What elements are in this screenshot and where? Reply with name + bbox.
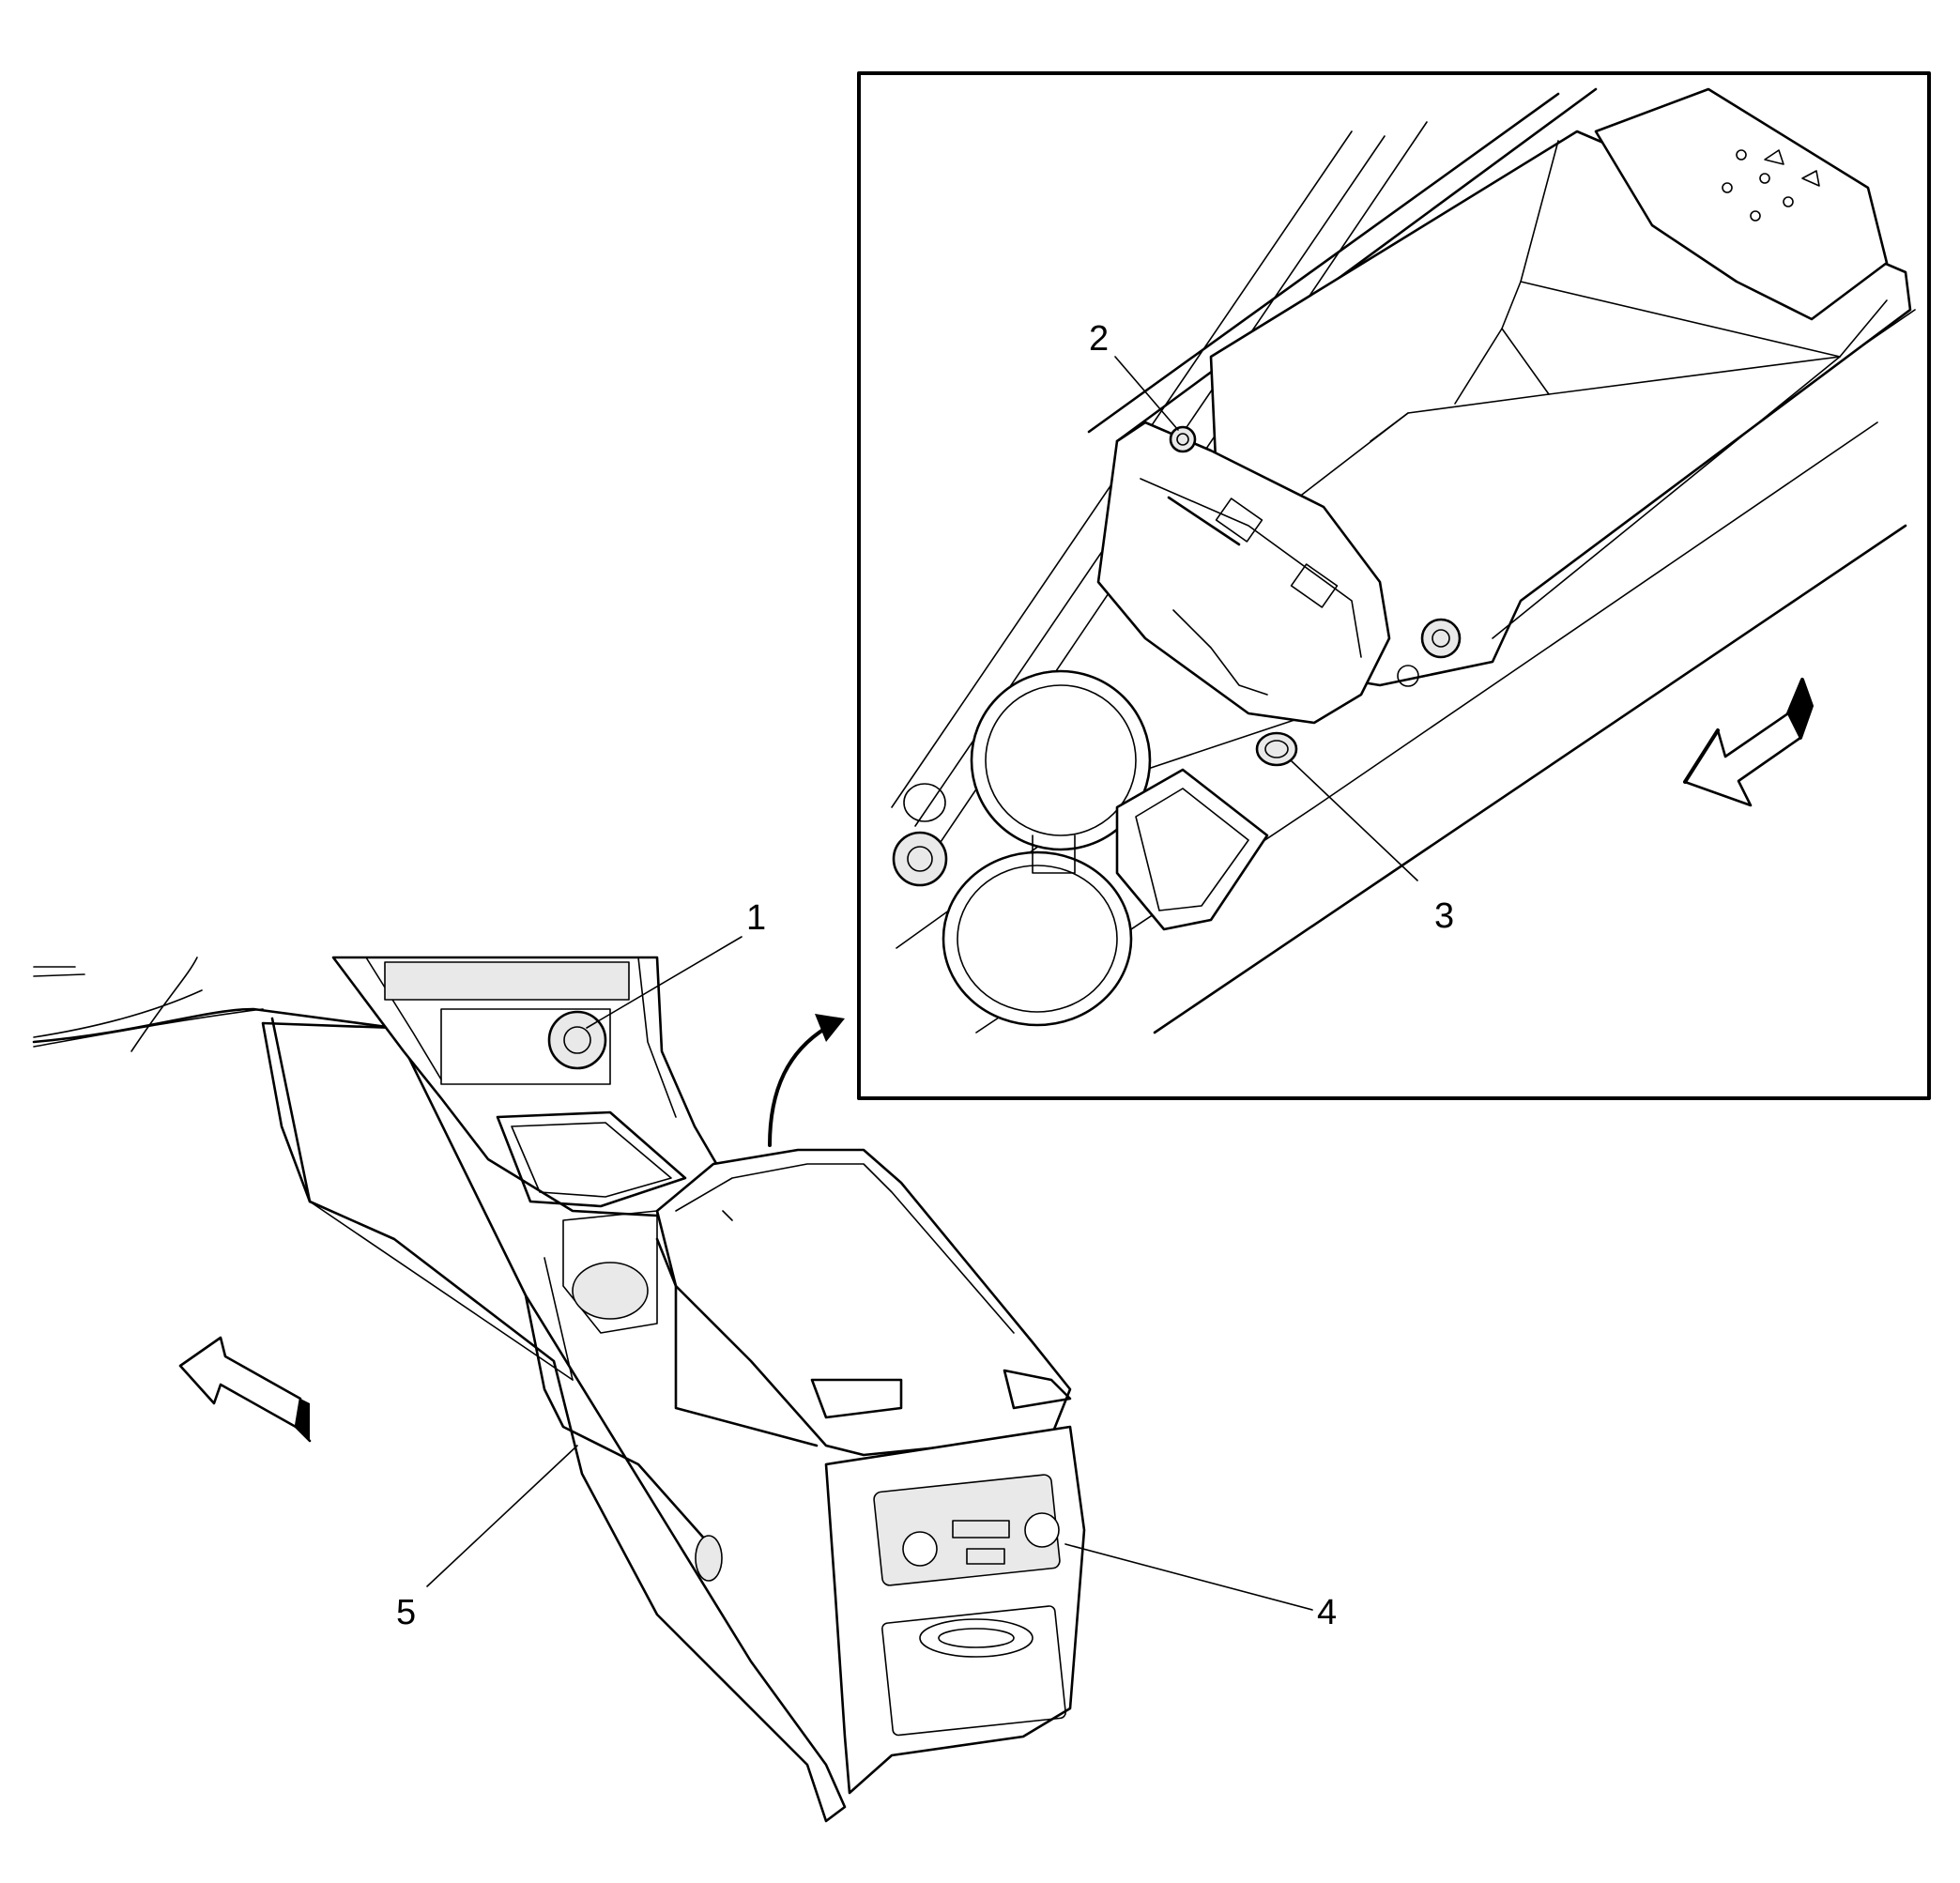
front-direction-arrow-main: [178, 1336, 312, 1443]
inset-detail-view: 2 3: [857, 71, 1931, 1100]
bolt-rear: [1420, 618, 1462, 659]
cup-holder-lower: [942, 850, 1133, 1027]
upper-storage-tray: [496, 1110, 687, 1208]
power-outlet-1: [547, 1010, 607, 1070]
leader-4: [1064, 1543, 1313, 1611]
console-body-left: [261, 1021, 847, 1823]
latch-housing: [1096, 421, 1391, 725]
callout-5: 5: [396, 1593, 416, 1632]
rear-storage-door: [881, 1605, 1066, 1737]
callout-4: 4: [1317, 1593, 1337, 1632]
rear-panel: [1594, 87, 1889, 321]
leader-2: [1114, 356, 1179, 431]
armrest-lid: [655, 1148, 1072, 1457]
leader-1: [586, 936, 743, 1029]
bolt-3: [1255, 731, 1298, 767]
cup-holder-upper: [970, 669, 1152, 851]
leader-5: [426, 1445, 578, 1587]
bolt-2: [1169, 425, 1197, 453]
callout-1: 1: [746, 898, 766, 938]
leader-3: [1290, 759, 1418, 881]
front-direction-arrow-inset: [1683, 678, 1814, 807]
main-console-view: 1 4 5: [32, 898, 1337, 1823]
curved-arrow-to-inset: [768, 1014, 845, 1147]
callout-3: 3: [1434, 896, 1454, 936]
callout-2: 2: [1089, 319, 1109, 359]
